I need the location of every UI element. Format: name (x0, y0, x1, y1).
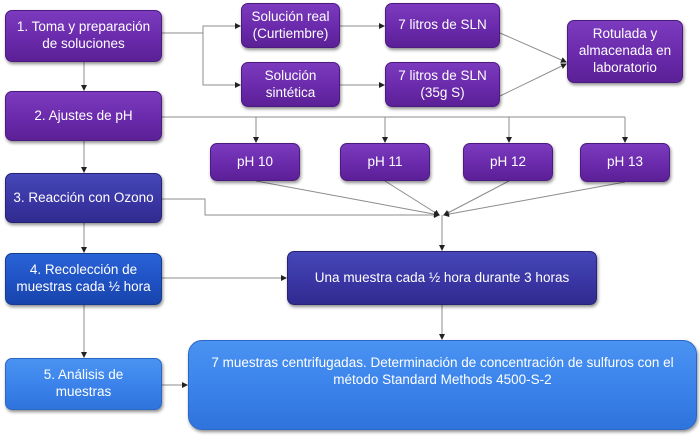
storage-box: Rotulada y almacenada en laboratorio (567, 20, 683, 83)
step-2-label: 2. Ajustes de pH (34, 107, 133, 123)
sampling-box: Una muestra cada ½ hora durante 3 horas (287, 251, 597, 305)
synthetic-solution-label: Solución sintética (264, 67, 317, 100)
step-2-box: 2. Ajustes de pH (5, 91, 162, 141)
analysis-box: 7 muestras centrifugadas. Determinación … (188, 340, 697, 430)
step-3-box: 3. Reacción con Ozono (5, 173, 162, 223)
step-1-box: 1. Toma y preparación de soluciones (5, 10, 162, 62)
ph-10-box: pH 10 (210, 143, 300, 181)
step-4-label: 4. Recolección de muestras cada ½ hora (16, 262, 151, 294)
step-1-label: 1. Toma y preparación de soluciones (16, 19, 151, 51)
ph-11-label: pH 11 (367, 153, 403, 169)
ph-10-label: pH 10 (236, 153, 274, 169)
storage-label: Rotulada y almacenada en laboratorio (578, 26, 672, 75)
synthetic-volume-box: 7 litros de SLN (35g S) (385, 62, 500, 107)
synthetic-volume-label: 7 litros de SLN (35g S) (398, 67, 487, 100)
ph-13-box: pH 13 (580, 143, 670, 182)
step-3-label: 3. Reacción con Ozono (13, 189, 154, 205)
real-volume-box: 7 litros de SLN (385, 3, 500, 48)
sampling-label: Una muestra cada ½ hora durante 3 horas (314, 269, 570, 285)
real-solution-label: Solución real (Curtiembre) (251, 8, 330, 41)
step-5-label: 5. Análisis de muestras (43, 367, 124, 399)
ph-11-box: pH 11 (340, 143, 430, 181)
step-4-box: 4. Recolección de muestras cada ½ hora (5, 253, 162, 305)
analysis-label: 7 muestras centrifugadas. Determinación … (211, 355, 674, 387)
real-solution-box: Solución real (Curtiembre) (241, 3, 340, 48)
ph-12-box: pH 12 (463, 143, 553, 181)
real-volume-label: 7 litros de SLN (398, 17, 487, 33)
step-5-box: 5. Análisis de muestras (5, 358, 162, 410)
synthetic-solution-box: Solución sintética (241, 62, 340, 107)
ph-13-label: pH 13 (606, 154, 644, 170)
ph-12-label: pH 12 (489, 153, 527, 169)
